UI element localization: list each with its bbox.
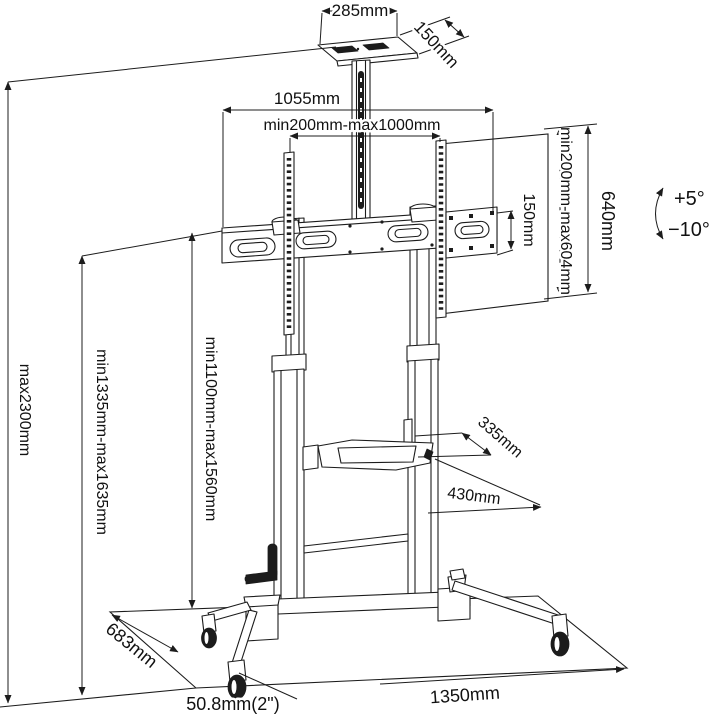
camera-mounting-pole [351,59,371,221]
vesa-rail-right [409,139,447,319]
dim-label-mount-height-range: min1100mm-max1560mm [202,337,219,522]
dim-label-bracket-full-height: 640mm [598,191,618,251]
crank-handle [244,543,278,585]
camera-shelf-slot-left [331,45,359,54]
dim-label-vesa-height-range: min200mm-max604mm [557,127,574,295]
dim-label-shelf-height-range: min1335mm-max1635mm [93,349,110,535]
camera-shelf [317,36,419,67]
column-left-collar [271,353,307,373]
av-tray [302,418,434,471]
dim-label-tray-depth: 335mm [474,414,525,462]
base-assembly [201,568,570,700]
dim-label-side-bracket-height: 150mm [520,193,537,246]
dim-label-top-shelf-width: 285mm [332,1,389,20]
caster-left-back [201,613,217,649]
dim-label-vesa-width-range: min200mm-max1000mm [264,117,441,134]
dim-label-overall-height: max2300mm [16,364,33,456]
vesa-rail-left [271,151,301,336]
tilt-indicator: +5° −10° [655,186,712,244]
tilt-down-label: −10° [668,219,710,241]
dim-label-top-shelf-depth: 150mm [410,17,463,71]
dim-label-base-width: 1350mm [429,683,500,708]
column-right-collar [406,343,440,363]
dim-label-crossbar-width: 1055mm [274,89,340,108]
dim-label-caster-diameter: 50.8mm(2") [186,694,279,714]
cross-brace [303,533,409,554]
side-bracket-plate [445,206,498,259]
dim-label-tray-width: 430mm [446,485,501,508]
caster-right-front [550,613,570,657]
camera-shelf-slot-right [362,42,390,51]
column-right [406,205,440,598]
caster-left-front [227,659,247,700]
tilt-up-label: +5° [674,188,705,210]
